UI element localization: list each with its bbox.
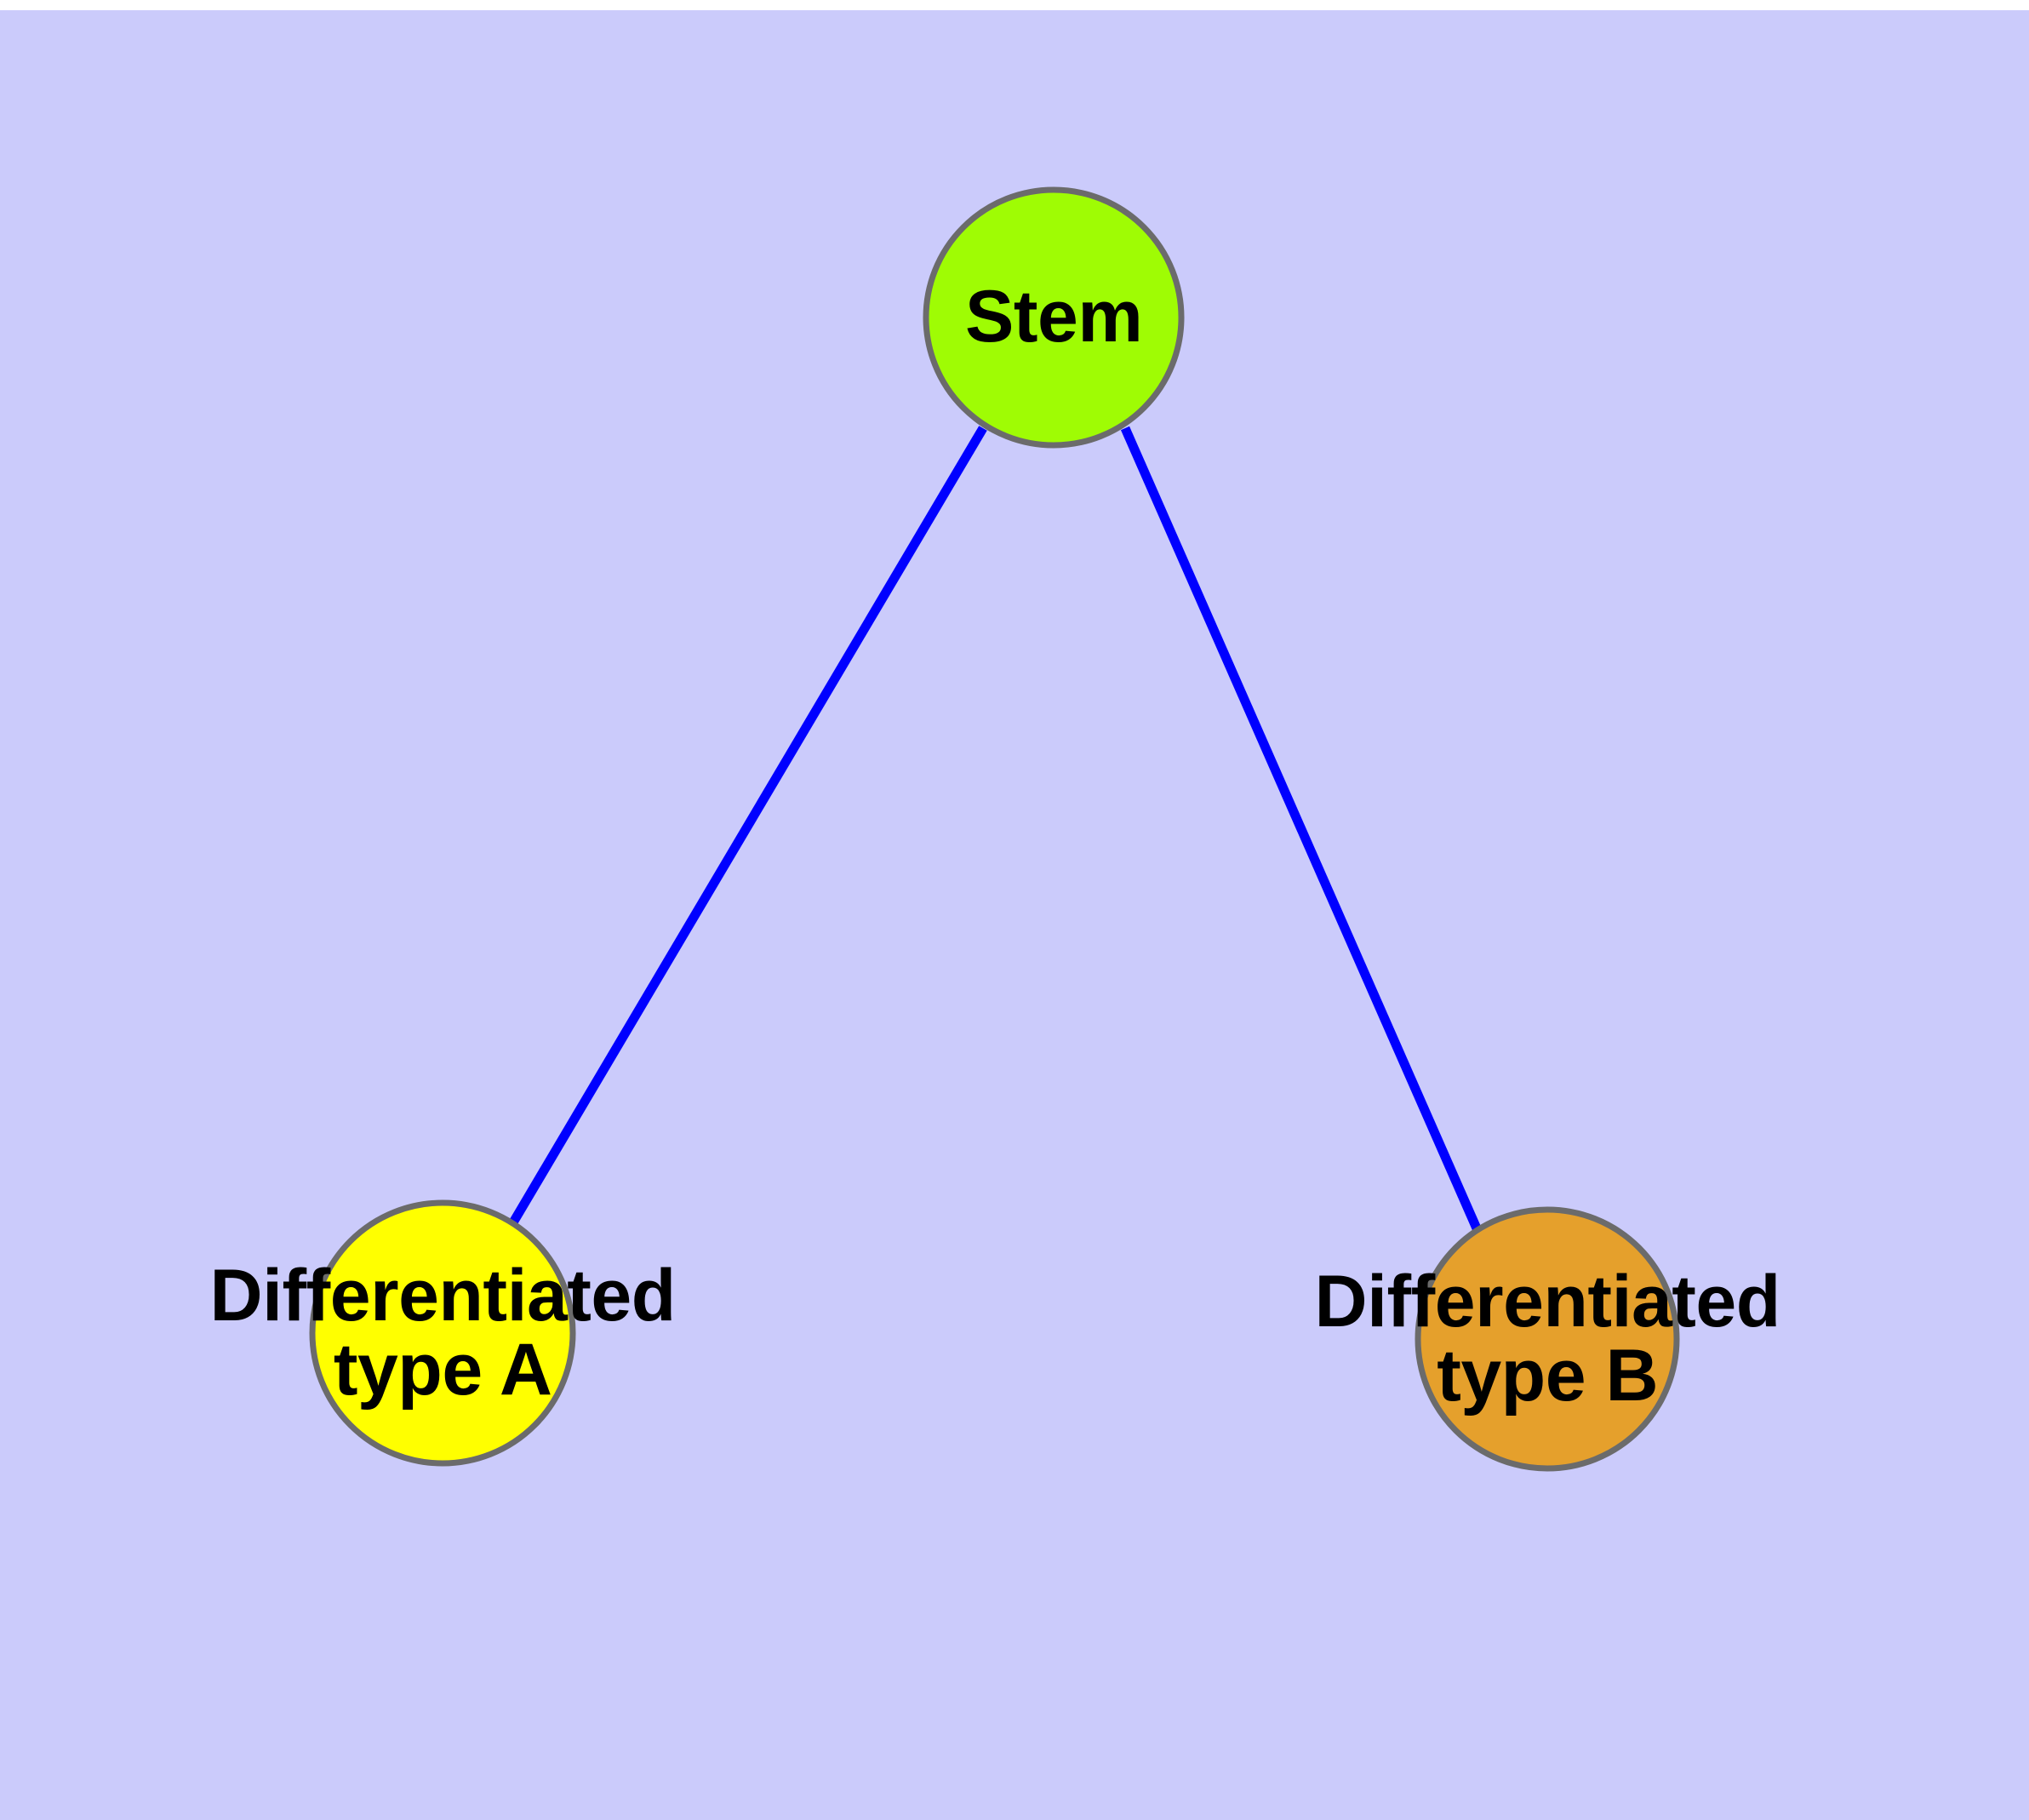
edges-layer	[509, 426, 1482, 1231]
graph-edge-stem-to-a[interactable]	[509, 426, 987, 1225]
nodes-layer	[309, 186, 1680, 1472]
graph-edge-stem-to-b[interactable]	[1120, 426, 1482, 1231]
graph-node-stem[interactable]	[923, 186, 1185, 449]
graph-node-diff_b[interactable]	[1415, 1206, 1680, 1472]
graph-node-diff_a[interactable]	[309, 1199, 576, 1467]
